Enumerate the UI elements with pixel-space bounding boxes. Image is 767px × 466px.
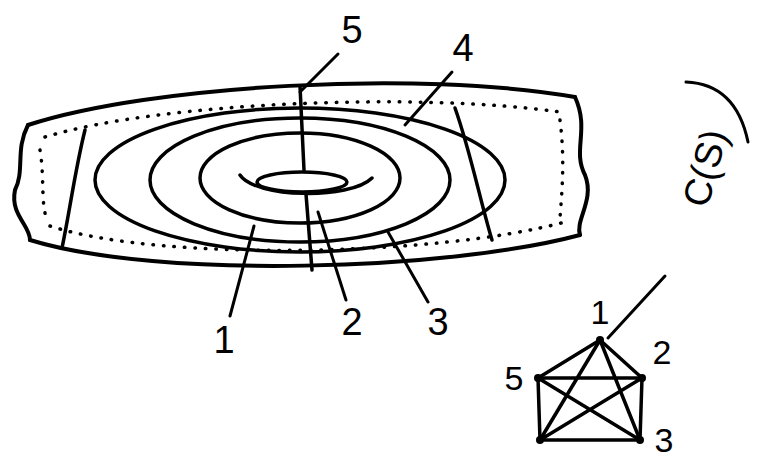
callout-number: 1 bbox=[213, 321, 234, 359]
vertex-label: 2 bbox=[653, 335, 672, 369]
callout-number: 3 bbox=[427, 303, 448, 341]
vertex-label: 3 bbox=[655, 423, 674, 457]
leader-line bbox=[230, 54, 665, 338]
surface-curves bbox=[62, 86, 505, 270]
vertex-label: 5 bbox=[505, 361, 524, 395]
callout-number: 5 bbox=[341, 11, 362, 49]
complete-graph bbox=[534, 336, 646, 444]
callout-number: 4 bbox=[452, 29, 473, 67]
graph-name: C(S) bbox=[677, 125, 734, 210]
callout-number: 2 bbox=[341, 303, 362, 341]
band-outline bbox=[14, 83, 588, 266]
vertex-label: 1 bbox=[591, 295, 610, 329]
